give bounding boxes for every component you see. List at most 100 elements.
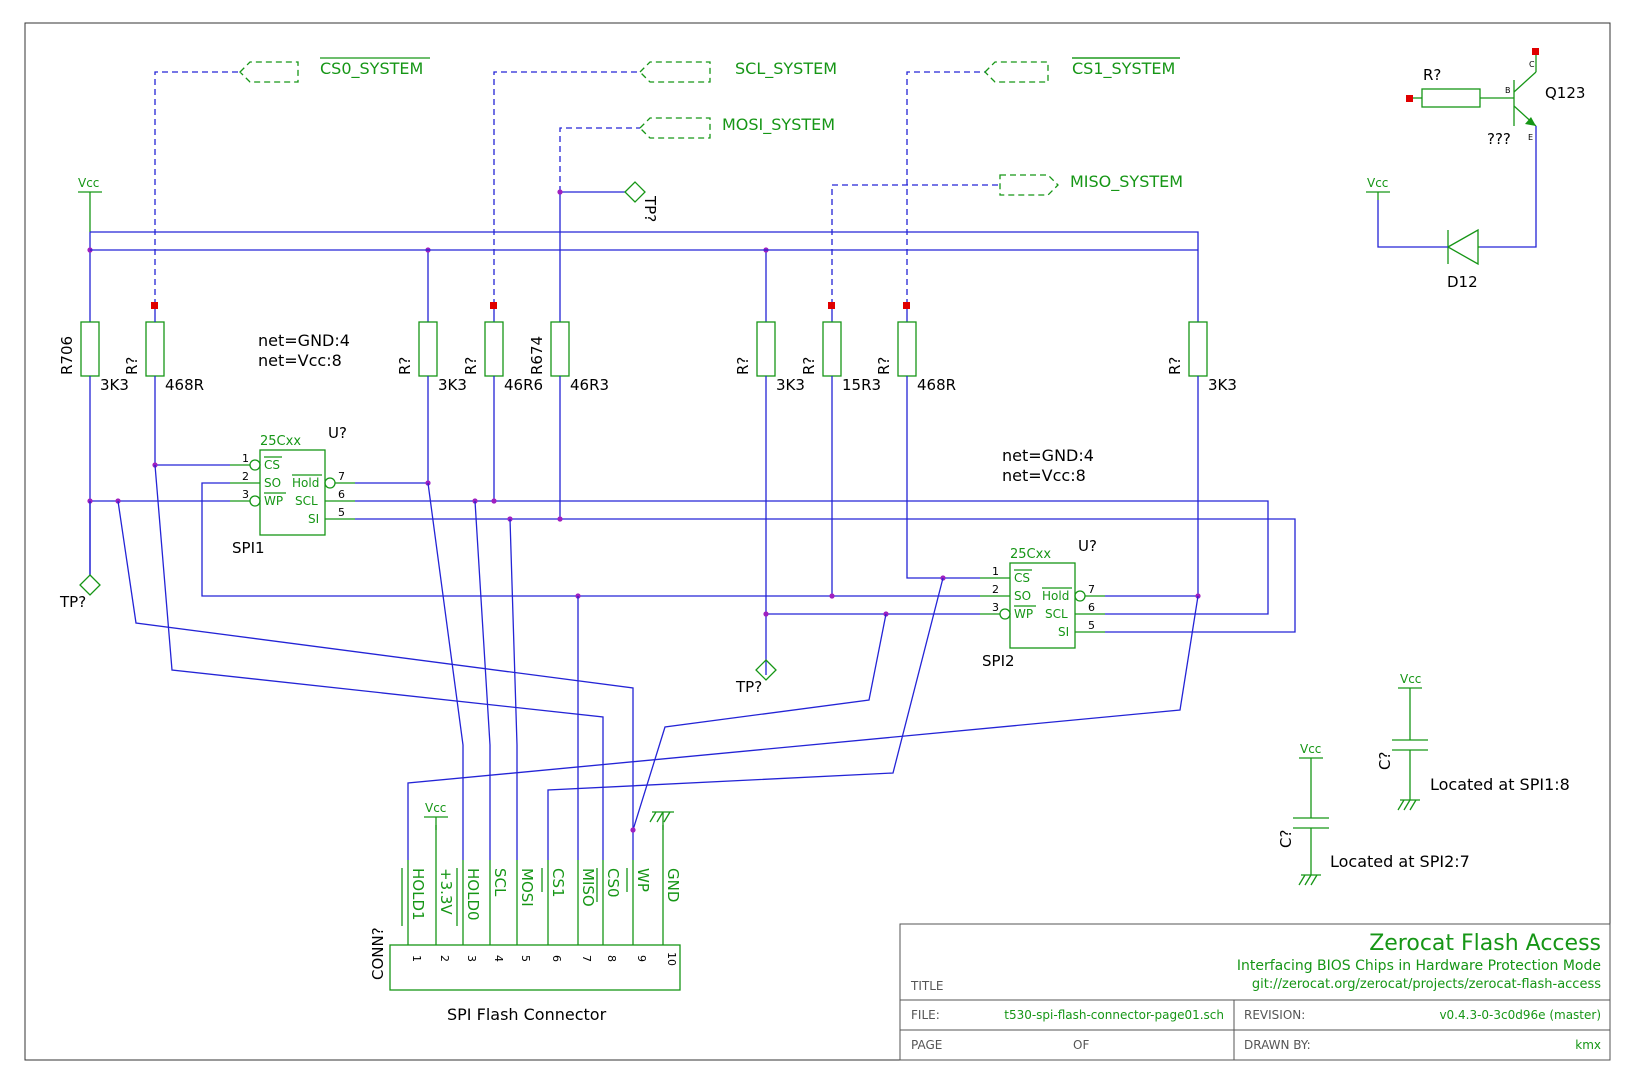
vcc-rail: Vcc — [77, 176, 1199, 322]
resistor-ref: R? — [800, 357, 818, 375]
resistor-ref: R? — [396, 357, 414, 375]
drawn-by: kmx — [1575, 1038, 1601, 1052]
svg-text:WP: WP — [1014, 607, 1033, 621]
svg-text:Vcc: Vcc — [1367, 176, 1388, 190]
svg-text:FILE:: FILE: — [911, 1008, 940, 1022]
capacitor-spi2: Vcc C? Located at SPI2:7 — [1277, 742, 1470, 886]
svg-text:3: 3 — [992, 601, 999, 614]
svg-text:4: 4 — [492, 955, 505, 962]
resistor-r674: R674 46R3 — [528, 321, 609, 394]
svg-text:1: 1 — [992, 565, 999, 578]
svg-text:Located at SPI1:8: Located at SPI1:8 — [1430, 775, 1570, 794]
svg-text:7: 7 — [1088, 583, 1095, 596]
svg-text:5: 5 — [519, 955, 532, 962]
svg-text:MOSI: MOSI — [518, 868, 536, 907]
chip-part: 25Cxx — [260, 434, 301, 449]
svg-text:2: 2 — [992, 583, 999, 596]
net-note: net=GND:4 — [1002, 446, 1094, 465]
resistor-cs1-pull: R? 468R — [875, 302, 956, 394]
net-label-scl: SCL_SYSTEM — [493, 59, 837, 305]
svg-text:CS: CS — [1014, 571, 1030, 585]
net-label-mosi-text: MOSI_SYSTEM — [722, 115, 835, 135]
file-name: t530-spi-flash-connector-page01.sch — [1004, 1008, 1224, 1022]
net-label-cs0-text: CS0_SYSTEM — [320, 59, 423, 79]
resistor-ref: R? — [1166, 357, 1184, 375]
testpoint-mosi: TP? — [557, 181, 659, 322]
svg-text:SI: SI — [308, 512, 319, 526]
svg-text:C: C — [1529, 60, 1535, 69]
svg-text:E: E — [1528, 133, 1533, 142]
chip-name: SPI1 — [232, 539, 265, 557]
net-note: net=Vcc:8 — [258, 351, 342, 370]
svg-text:DRAWN BY:: DRAWN BY: — [1244, 1038, 1311, 1052]
svg-text:8: 8 — [605, 955, 618, 962]
title-block: Zerocat Flash Access Interfacing BIOS Ch… — [899, 923, 1611, 1061]
svg-text:CS1: CS1 — [549, 868, 567, 898]
svg-text:WP: WP — [264, 494, 283, 508]
svg-text:MISO: MISO — [579, 868, 597, 907]
svg-text:Hold: Hold — [292, 476, 319, 490]
svg-text:Q123: Q123 — [1545, 84, 1585, 102]
project-title: Zerocat Flash Access — [1369, 931, 1601, 956]
svg-text:5: 5 — [338, 506, 345, 519]
svg-text:6: 6 — [1088, 601, 1095, 614]
svg-text:6: 6 — [338, 488, 345, 501]
svg-text:D12: D12 — [1447, 273, 1478, 291]
svg-text:SCL: SCL — [491, 868, 509, 897]
capacitor-spi1: Vcc C? Located at SPI1:8 — [1376, 672, 1570, 811]
svg-text:C?: C? — [1277, 830, 1295, 848]
project-url: git://zerocat.org/zerocat/projects/zeroc… — [1252, 977, 1601, 992]
resistor-ref: R? — [123, 357, 141, 375]
svg-text:PAGE: PAGE — [911, 1038, 942, 1052]
vcc-rail-label: Vcc — [78, 176, 99, 190]
resistor-hold1-pull: R? 3K3 — [1166, 321, 1237, 394]
svg-text:Located at SPI2:7: Located at SPI2:7 — [1330, 852, 1470, 871]
resistor-scl-series: R? 46R6 — [462, 302, 543, 394]
svg-text:1: 1 — [410, 955, 423, 962]
resistor-ref: R? — [462, 357, 480, 375]
chip-ref: U? — [1078, 537, 1097, 555]
connector-title: SPI Flash Connector — [447, 1005, 607, 1024]
svg-text:Vcc: Vcc — [1400, 672, 1421, 686]
svg-text:TITLE: TITLE — [910, 979, 943, 993]
svg-text:GND: GND — [664, 868, 682, 902]
svg-text:TP?: TP? — [735, 678, 762, 696]
svg-text:10: 10 — [665, 952, 678, 966]
resistor-hold0-pull: R? 3K3 — [396, 321, 467, 394]
diode-d12: Vcc D12 — [1366, 176, 1480, 291]
resistor-miso-series: R? 15R3 — [800, 302, 881, 394]
net-label-mosi: MOSI_SYSTEM — [559, 115, 835, 192]
svg-text:B: B — [1505, 86, 1511, 95]
net-label-scl-text: SCL_SYSTEM — [735, 59, 837, 79]
resistor-value: 3K3 — [100, 376, 129, 394]
resistor-value: 3K3 — [776, 376, 805, 394]
resistor-ref: R674 — [528, 336, 546, 375]
svg-text:2: 2 — [242, 470, 249, 483]
svg-text:Hold: Hold — [1042, 589, 1069, 603]
svg-text:CS0: CS0 — [604, 868, 622, 898]
testpoint-wp2: TP? — [735, 659, 777, 696]
svg-text:OF: OF — [1073, 1038, 1089, 1052]
svg-text:SO: SO — [1014, 589, 1031, 603]
net-note: net=Vcc:8 — [1002, 466, 1086, 485]
resistor-value: 468R — [917, 376, 956, 394]
chip-part: 25Cxx — [1010, 547, 1051, 562]
resistor-wp2-pull: R? 3K3 — [734, 321, 805, 394]
svg-text:SCL: SCL — [295, 494, 318, 508]
svg-text:Vcc: Vcc — [425, 801, 446, 815]
resistor-r706: R706 3K3 — [58, 321, 129, 575]
svg-text:Vcc: Vcc — [1300, 742, 1321, 756]
svg-text:HOLD1: HOLD1 — [409, 868, 427, 921]
svg-text:3: 3 — [242, 488, 249, 501]
svg-text:7: 7 — [338, 470, 345, 483]
resistor-ref: R? — [875, 357, 893, 375]
svg-text:WP: WP — [634, 868, 652, 892]
resistor-row: R706 3K3 R? 468R R? 3K3 R? 46R6 R674 — [58, 302, 1237, 575]
svg-text:1: 1 — [242, 452, 249, 465]
resistor-value: 46R6 — [504, 376, 543, 394]
net-label-cs0: CS0_SYSTEM — [154, 57, 430, 305]
resistor-value: 15R3 — [842, 376, 881, 394]
resistor-value: 3K3 — [1208, 376, 1237, 394]
net-note: net=GND:4 — [258, 331, 350, 350]
